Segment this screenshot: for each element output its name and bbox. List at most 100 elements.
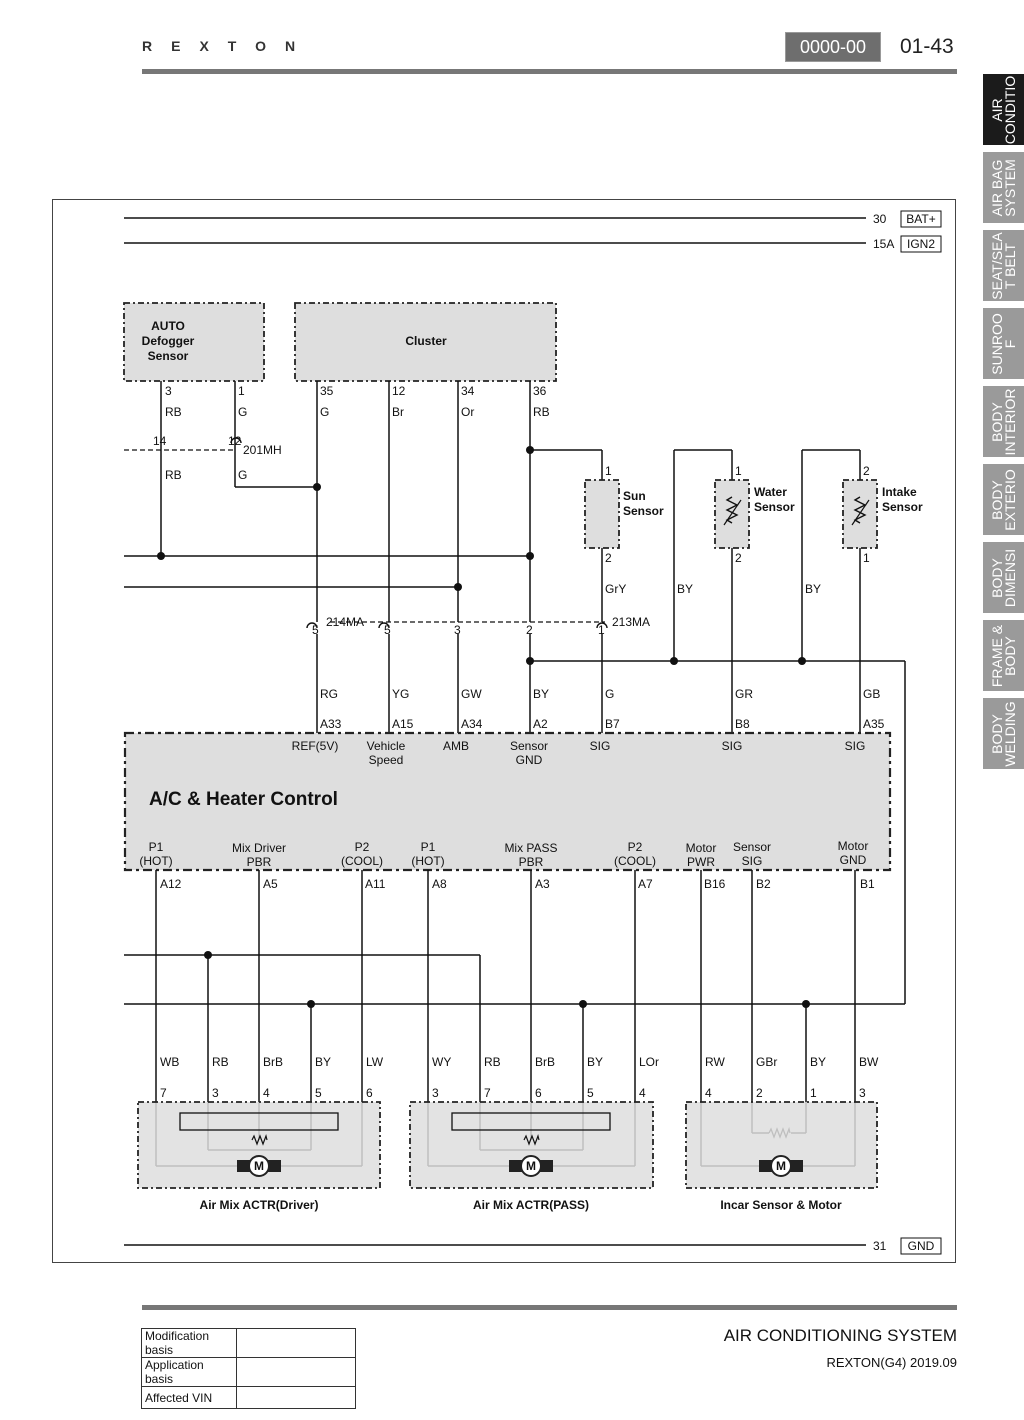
page-number: 01-43 <box>900 35 954 58</box>
terminal-label: REF(5V) <box>292 739 339 753</box>
table-value <box>236 1357 356 1387</box>
wire-color-label: BY <box>587 1055 603 1069</box>
tab-seat-belt[interactable]: SEAT/SEA T BELT <box>983 230 1024 301</box>
pin-label: A35 <box>863 717 885 731</box>
bat-label: BAT+ <box>906 212 935 226</box>
pin-label: 2 <box>756 1086 763 1100</box>
pin-label: A11 <box>365 877 386 891</box>
pin-label: 12 <box>228 434 242 448</box>
wire-color-label: RB <box>533 405 550 419</box>
pin-label: 1 <box>863 551 870 565</box>
pin-label: 35 <box>320 384 334 398</box>
connector-label: 201MH <box>243 443 282 457</box>
pin-label: B8 <box>735 717 750 731</box>
wire-color-label: BY <box>315 1055 331 1069</box>
wire-color-label: BY <box>805 582 821 596</box>
wire-color-label: G <box>238 468 247 482</box>
pin-label: 5 <box>384 623 391 637</box>
defogger-sensor-box <box>123 302 265 382</box>
table-key: Modification basis <box>141 1328 237 1358</box>
defogger-label-2: Defogger <box>142 334 195 348</box>
wire-color-label: Or <box>461 405 474 419</box>
pin-label: 2 <box>605 551 612 565</box>
ign-circuit-number: 15A <box>873 237 894 251</box>
pin-label: 36 <box>533 384 547 398</box>
gnd-label: GND <box>908 1239 935 1253</box>
control-title: A/C & Heater Control <box>149 789 338 810</box>
wire-color-label: BY <box>677 582 693 596</box>
terminal-label: AMB <box>443 739 469 753</box>
pin-label: 4 <box>263 1086 270 1100</box>
intake-sensor-label-2: Sensor <box>882 500 923 514</box>
table-row: Application basis <box>141 1357 356 1387</box>
pin-label: A3 <box>535 877 550 891</box>
intake-sensor-label-1: Intake <box>882 485 917 499</box>
pin-label: 6 <box>366 1086 373 1100</box>
footer-title: AIR CONDITIONING SYSTEM <box>723 1326 957 1345</box>
tab-body-interior[interactable]: BODY INTERIOR <box>983 386 1024 457</box>
wire-color-label: Br <box>392 405 404 419</box>
bat-label-box <box>900 210 942 228</box>
table-row: Modification basis <box>141 1328 356 1358</box>
pin-label: 4 <box>639 1086 646 1100</box>
pin-label: B1 <box>860 877 875 891</box>
pin-label: 5 <box>312 623 319 637</box>
water-sensor-label-1: Water <box>754 485 787 499</box>
wire-color-label: GBr <box>756 1055 777 1069</box>
terminal-label: SIG <box>845 739 866 753</box>
wire-color-label: RB <box>165 405 182 419</box>
wire-color-label: RG <box>320 687 338 701</box>
pin-label: 5 <box>315 1086 322 1100</box>
wire-color-label: RB <box>165 468 182 482</box>
tab-air-conditioning[interactable]: AIR CONDITIO <box>983 74 1024 145</box>
pin-label: 14 <box>153 434 167 448</box>
pin-label: A7 <box>638 877 653 891</box>
diagram-frame <box>52 199 956 1263</box>
pin-label: B2 <box>756 877 771 891</box>
pin-label: 7 <box>484 1086 491 1100</box>
terminal-label: SIG <box>722 739 743 753</box>
pin-label: B16 <box>704 877 726 891</box>
sun-sensor-label-2: Sensor <box>623 504 664 518</box>
pin-label: 1 <box>605 464 612 478</box>
terminal-label: SIG <box>590 739 611 753</box>
pin-label: 3 <box>165 384 172 398</box>
table-row: Affected VIN <box>141 1386 356 1409</box>
tab-sunroof[interactable]: SUNROO F <box>983 308 1024 379</box>
pin-label: A33 <box>320 717 342 731</box>
wire-color-label: RB <box>212 1055 229 1069</box>
wire-color-label: G <box>320 405 329 419</box>
ac-heater-control-box <box>123 731 892 872</box>
pin-label: 1 <box>598 623 605 637</box>
ign-label: IGN2 <box>907 237 935 251</box>
wire-color-label: GR <box>735 687 753 701</box>
pin-label: A34 <box>461 717 483 731</box>
pin-label: 34 <box>461 384 475 398</box>
sun-sensor-label-1: Sun <box>623 489 646 503</box>
sun-sensor-box <box>584 479 620 549</box>
tab-body-dimension[interactable]: BODY DIMENSI <box>983 542 1024 613</box>
wire-color-label: LW <box>366 1055 384 1069</box>
tab-body-exterior[interactable]: BODY EXTERIO <box>983 464 1024 535</box>
wire-color-label: BY <box>533 687 549 701</box>
tab-frame-body[interactable]: FRAME & BODY <box>983 620 1024 691</box>
defogger-label-1: AUTO <box>151 319 185 333</box>
brand-logo: REXTON <box>142 38 315 54</box>
pin-label: 2 <box>526 623 533 637</box>
wire-color-label: BrB <box>263 1055 283 1069</box>
wire-color-label: WY <box>432 1055 451 1069</box>
defogger-label-3: Sensor <box>148 349 189 363</box>
tab-air-bag-system[interactable]: AIR BAG SYSTEM <box>983 152 1024 223</box>
pin-label: 2 <box>863 464 870 478</box>
tab-body-welding[interactable]: BODY WELDING <box>983 698 1024 769</box>
pin-label: 1 <box>735 464 742 478</box>
pin-label: A15 <box>392 717 414 731</box>
bat-circuit-number: 30 <box>873 212 887 226</box>
wire-color-label: RB <box>484 1055 501 1069</box>
pin-label: 6 <box>535 1086 542 1100</box>
